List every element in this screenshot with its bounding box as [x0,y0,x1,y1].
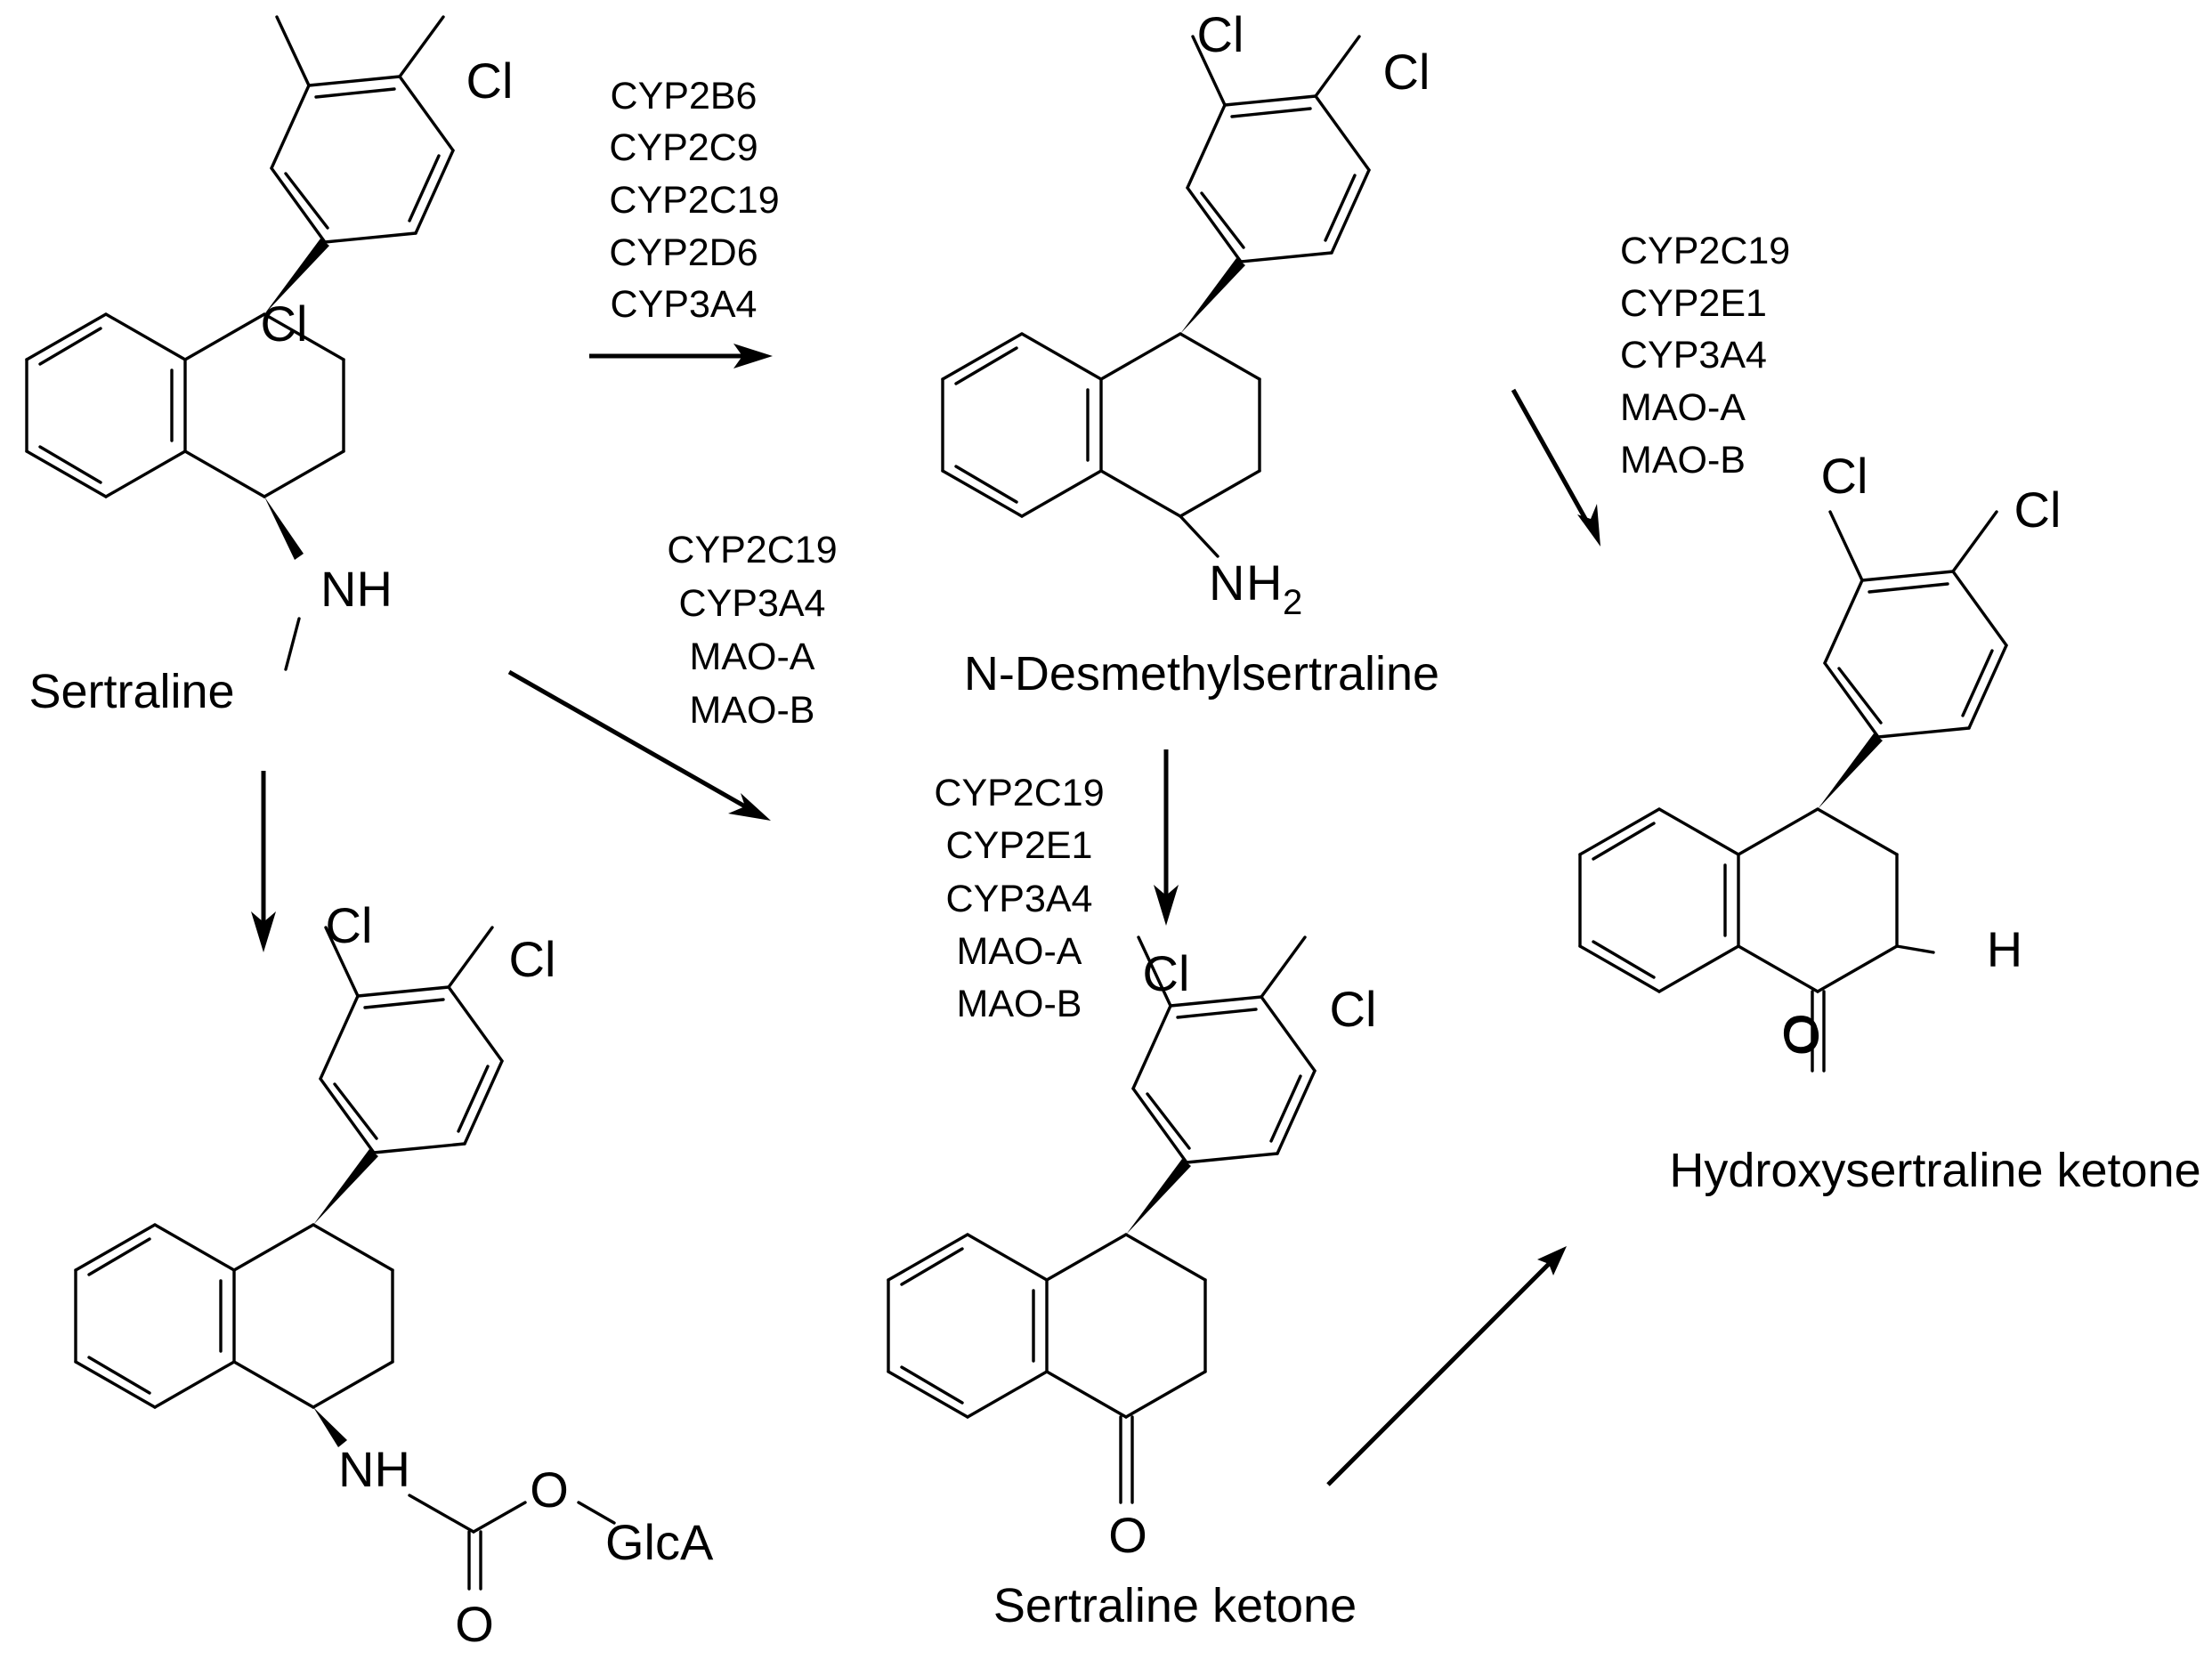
enzyme-label: MAO-B [1620,439,1746,482]
enzyme-label: CYP2C19 [1620,230,1790,272]
enzyme-label: CYP2C19 [609,179,779,222]
hydroxyl-hydrogen-label: H [1987,921,2022,977]
enzyme-label: CYP3A4 [611,283,758,326]
arrow-desmethyl-to-ketone [1154,749,1179,926]
enzymes-desmethyl-to-ketone: CYP2C19 CYP2E1 CYP3A4 MAO-A MAO-B [934,772,1104,1025]
amine-label: NH [320,561,393,617]
chlorine-label: Cl [1143,945,1190,1001]
sertraline-structure: Cl Cl NH Sertraline [25,15,514,718]
oxygen-label: O [530,1462,569,1518]
enzyme-label: MAO-B [957,983,1082,1025]
chlorine-label: Cl [326,897,373,953]
sertraline-label: Sertraline [28,665,234,718]
enzyme-label: CYP2D6 [609,231,758,274]
chlorine-label: Cl [1821,448,1868,504]
carbonyl-oxygen-label: O [455,1596,494,1652]
hydroxysertraline-ketone-label: Hydroxysertraline ketone [1669,1144,2200,1197]
enzyme-label: CYP2E1 [946,824,1093,867]
enzyme-label: MAO-A [957,930,1082,973]
sertraline-ketone-label: Sertraline ketone [993,1579,1357,1632]
chlorine-label: Cl [261,296,308,352]
enzyme-label: MAO-B [690,689,815,732]
enzymes-desmethyl-to-hydroxy: CYP2C19 CYP2E1 CYP3A4 MAO-A MAO-B [1620,230,1790,482]
enzyme-label: CYP2C19 [667,529,837,571]
enzyme-label: MAO-A [690,636,815,678]
hydroxyl-oxygen-label: O [1782,1008,1821,1064]
chlorine-label: Cl [509,931,556,987]
sertraline-ketone-structure: O Cl Cl Sertraline ketone [887,935,1377,1632]
enzymes-sertraline-to-desmethyl: CYP2B6 CYP2C9 CYP2C19 CYP2D6 CYP3A4 [609,75,779,326]
enzymes-sertraline-to-ketone: CYP2C19 CYP3A4 MAO-A MAO-B [667,529,837,732]
enzyme-label: CYP2E1 [1620,282,1767,325]
chlorine-label: Cl [466,53,514,109]
arrow-sertraline-to-desmethyl [589,344,773,368]
carbamoyl-glucuronide-structure: NH O O GlcA Cl Cl [74,897,714,1652]
nitrogen-label: N [1209,555,1244,611]
enzyme-label: CYP3A4 [946,878,1093,920]
subscript-two: 2 [1283,583,1302,622]
enzyme-label: CYP3A4 [679,582,826,625]
oxygen-label: O [1781,1005,1820,1061]
amine-label: NH [338,1441,410,1497]
arrow-ketone-to-hydroxy [1326,1246,1567,1486]
enzyme-label: CYP2C9 [609,126,758,169]
n-desmethylsertraline-structure: N H 2 Cl Cl N-Desmethylsertraline [941,6,1439,700]
oxygen-label: O [1108,1507,1147,1563]
enzyme-label: CYP2B6 [611,75,758,117]
enzyme-label: CYP3A4 [1620,334,1767,377]
arrow-sertraline-to-ketone [507,669,771,821]
arrow-sertraline-to-glucuronide [251,771,276,952]
chlorine-label: Cl [1330,981,1377,1037]
glucuronic-acid-label: GlcA [605,1514,714,1570]
arrow-desmethyl-to-hydroxy [1511,388,1600,547]
hydrogen-label: H [1246,555,1282,611]
chlorine-label: Cl [1383,44,1430,100]
enzyme-label: CYP2C19 [934,772,1104,814]
chlorine-label: Cl [1197,6,1244,62]
n-desmethylsertraline-label: N-Desmethylsertraline [964,647,1439,700]
hydroxysertraline-ketone-structure: O O H Cl Cl Hydroxysertraline ketone [1578,448,2201,1197]
enzyme-label: MAO-A [1620,386,1746,429]
chlorine-label: Cl [2014,482,2062,538]
